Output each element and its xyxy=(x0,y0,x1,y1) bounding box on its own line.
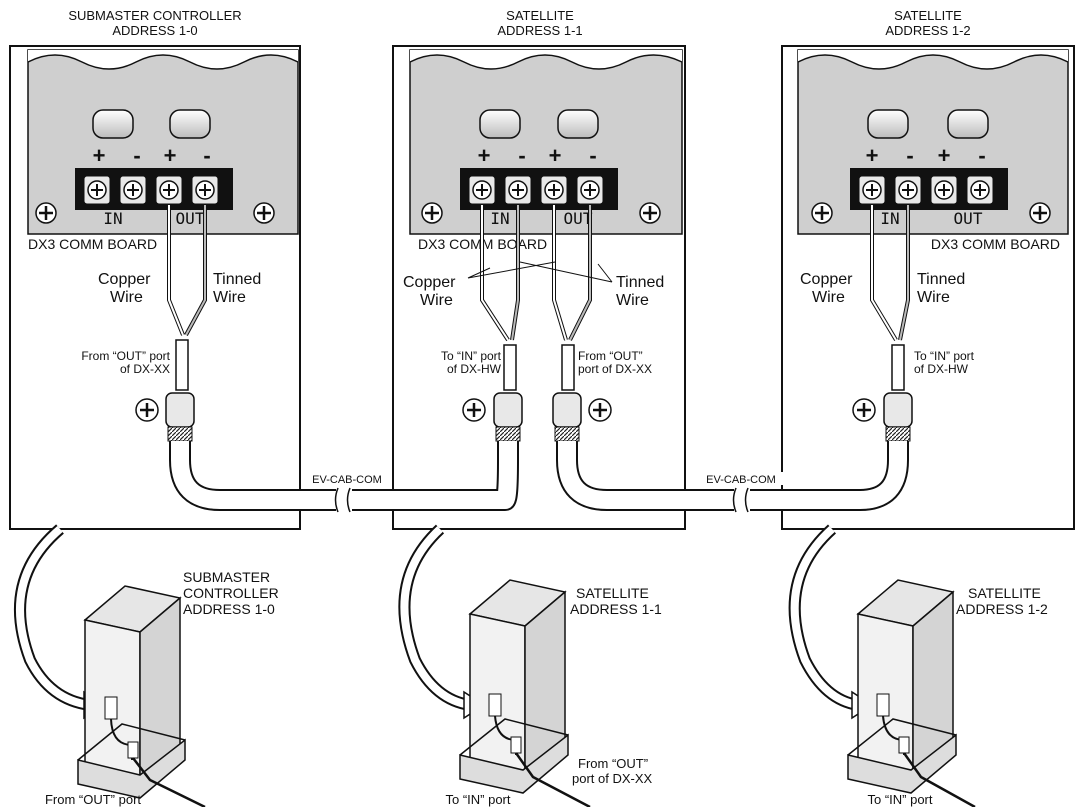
panel-submaster: SUBMASTER CONTROLLER ADDRESS 1-0 + - + -… xyxy=(9,8,301,530)
board-label: DX3 COMM BOARD xyxy=(28,236,157,252)
unit-label: ADDRESS 1-0 xyxy=(183,601,275,617)
polarity-sign: - xyxy=(203,143,210,168)
mount-screw-icon xyxy=(35,202,57,224)
polarity-sign: + xyxy=(866,143,879,168)
unit-label: ADDRESS 1-2 xyxy=(956,601,1048,617)
panel-header-line1: SATELLITE xyxy=(894,8,962,23)
out-port-label: OUT xyxy=(564,209,593,228)
unit-label: SATELLITE xyxy=(576,585,649,601)
mount-screw-icon xyxy=(253,202,275,224)
terminal-screw-icon xyxy=(540,175,568,205)
copper-wire-label: Wire xyxy=(110,289,143,306)
cable-label: EV-CAB-COM xyxy=(706,474,776,486)
polarity-sign: + xyxy=(478,143,491,168)
port-note: To “IN” port xyxy=(914,349,975,363)
mount-screw-icon xyxy=(1029,202,1051,224)
panel-header-line2: ADDRESS 1-1 xyxy=(497,23,582,38)
cable-clamp xyxy=(552,392,612,442)
port-note: From “OUT” port xyxy=(81,349,170,363)
capacitor-icon xyxy=(947,109,989,139)
tinned-wire-label: Tinned xyxy=(917,271,965,288)
port-note: of DX-XX xyxy=(120,362,170,376)
port-note: To “IN” port xyxy=(441,349,502,363)
polarity-sign: - xyxy=(518,143,525,168)
panel-header-line2: ADDRESS 1-0 xyxy=(112,23,197,38)
terminal-screw-icon xyxy=(191,175,219,205)
port-note: of DX-HW xyxy=(447,362,502,376)
tinned-wire-label: Tinned xyxy=(616,274,664,291)
tinned-wire-label: Tinned xyxy=(213,271,261,288)
cable-label: EV-CAB-COM xyxy=(312,474,382,486)
terminal-screw-icon xyxy=(83,175,111,205)
unit-label: ADDRESS 1-1 xyxy=(570,601,662,617)
tinned-wire-label: Wire xyxy=(917,289,950,306)
mount-screw-icon xyxy=(811,202,833,224)
in-port-label: IN xyxy=(103,209,122,228)
terminal-screw-icon xyxy=(894,175,922,205)
bottom-note: To “IN” port xyxy=(867,792,932,807)
capacitor-icon xyxy=(169,109,211,139)
unit-label: SATELLITE xyxy=(968,585,1041,601)
panel-header-line2: ADDRESS 1-2 xyxy=(885,23,970,38)
polarity-sign: + xyxy=(938,143,951,168)
terminal-screw-icon xyxy=(468,175,496,205)
panel-header-line1: SUBMASTER CONTROLLER xyxy=(68,8,241,23)
polarity-sign: + xyxy=(549,143,562,168)
in-port-label: IN xyxy=(490,209,509,228)
mount-screw-icon xyxy=(421,202,443,224)
polarity-sign: - xyxy=(589,143,596,168)
copper-wire-label: Wire xyxy=(812,289,845,306)
side-note: From “OUT” xyxy=(578,756,648,771)
terminal-screw-icon xyxy=(119,175,147,205)
board-label: DX3 COMM BOARD xyxy=(931,236,1060,252)
unit-label: SUBMASTER xyxy=(183,569,270,585)
controller-unit-submaster: SUBMASTER CONTROLLER ADDRESS 1-0 From “O… xyxy=(45,569,279,809)
terminal-screw-icon xyxy=(504,175,532,205)
copper-wire-label: Wire xyxy=(420,292,453,309)
cable-clamp xyxy=(852,392,913,442)
out-port-label: OUT xyxy=(176,209,205,228)
panel-header-line1: SATELLITE xyxy=(506,8,574,23)
panel-satellite-1-2: SATELLITE ADDRESS 1-2 + - + - IN OUT DX3… xyxy=(781,8,1075,530)
port-note: From “OUT” xyxy=(578,349,643,363)
cable-run-2: EV-CAB-COM xyxy=(556,441,909,513)
controller-unit-satellite-1-1: SATELLITE ADDRESS 1-1 From “OUT” port of… xyxy=(445,579,662,809)
polarity-sign: + xyxy=(164,143,177,168)
bottom-note: To “IN” port xyxy=(445,792,510,807)
capacitor-icon xyxy=(557,109,599,139)
capacitor-icon xyxy=(479,109,521,139)
out-port-label: OUT xyxy=(954,209,983,228)
copper-wire-label: Copper xyxy=(98,271,151,288)
cable-clamp xyxy=(135,392,195,442)
cable-clamp xyxy=(462,392,523,442)
polarity-sign: - xyxy=(906,143,913,168)
unit-label: CONTROLLER xyxy=(183,585,279,601)
bottom-note: From “OUT” port xyxy=(45,792,141,807)
polarity-sign: - xyxy=(133,143,140,168)
copper-wire-label: Copper xyxy=(800,271,853,288)
mount-screw-icon xyxy=(639,202,661,224)
terminal-screw-icon xyxy=(858,175,886,205)
port-note: of DX-HW xyxy=(914,362,969,376)
port-note: port of DX-XX xyxy=(578,362,652,376)
side-note: port of DX-XX xyxy=(572,771,653,786)
tinned-wire-label: Wire xyxy=(616,292,649,309)
polarity-sign: + xyxy=(93,143,106,168)
capacitor-icon xyxy=(867,109,909,139)
panel-satellite-1-1: SATELLITE ADDRESS 1-1 + - + - IN OUT DX3… xyxy=(392,8,686,530)
terminal-screw-icon xyxy=(576,175,604,205)
in-port-label: IN xyxy=(880,209,899,228)
copper-wire-label: Copper xyxy=(403,274,456,291)
polarity-sign: - xyxy=(978,143,985,168)
controller-unit-satellite-1-2: SATELLITE ADDRESS 1-2 To “IN” port xyxy=(847,579,1048,809)
capacitor-icon xyxy=(92,109,134,139)
tinned-wire-label: Wire xyxy=(213,289,246,306)
terminal-screw-icon xyxy=(155,175,183,205)
terminal-screw-icon xyxy=(930,175,958,205)
cable-run-1: EV-CAB-COM xyxy=(169,441,519,513)
terminal-screw-icon xyxy=(966,175,994,205)
